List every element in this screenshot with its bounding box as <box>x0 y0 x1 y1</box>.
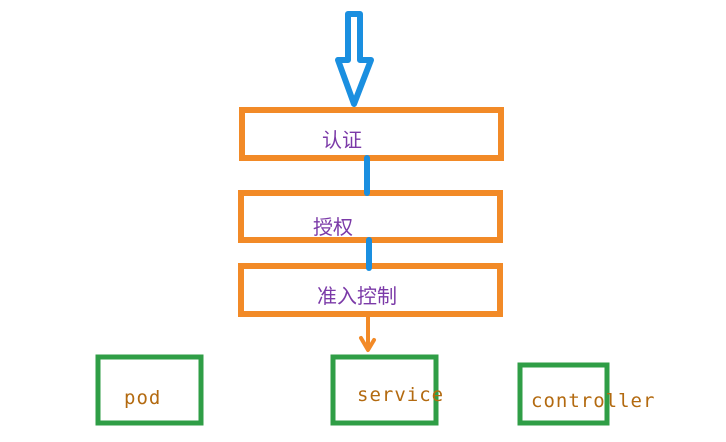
resource-box-service <box>330 354 439 426</box>
stage-label-authorization: 授权 <box>313 215 353 239</box>
resource-label-pod: pod <box>124 387 162 409</box>
resource-box-pod <box>95 354 204 426</box>
stage-label-admission-control: 准入控制 <box>317 284 397 308</box>
entry-arrow <box>335 11 374 107</box>
output-arrow <box>359 312 376 352</box>
resource-label-service: service <box>357 384 445 406</box>
stage-label-authentication: 认证 <box>322 128 362 152</box>
resource-box-controller <box>517 362 610 426</box>
stage-box-authorization <box>238 190 503 243</box>
resource-label-controller: controller <box>531 390 656 412</box>
stage-box-authentication <box>239 107 504 161</box>
